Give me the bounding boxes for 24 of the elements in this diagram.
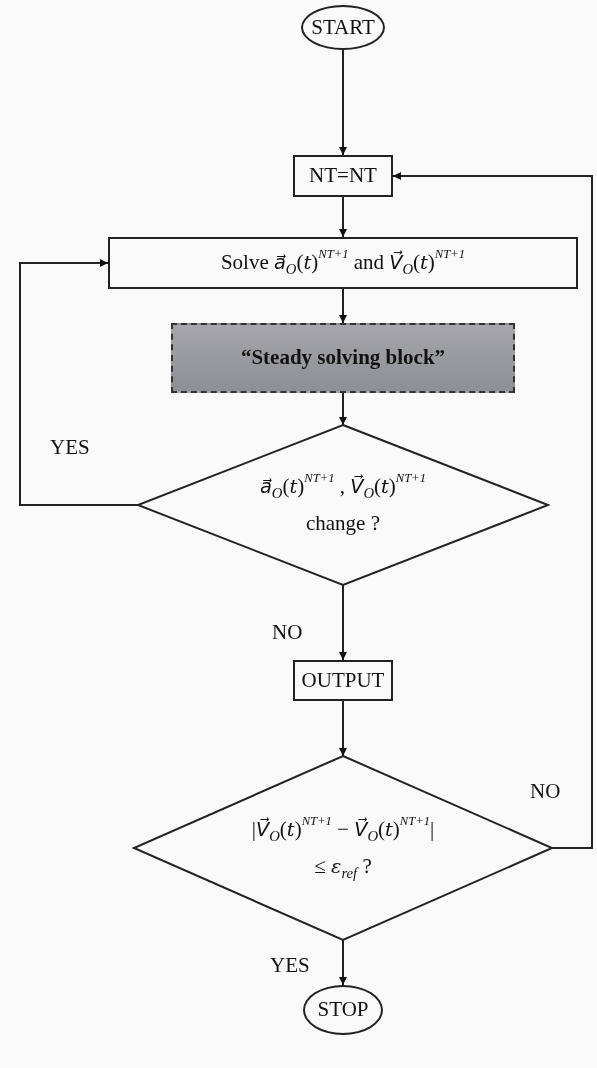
node-text: OUTPUT [301, 666, 385, 694]
node-text: Solve a⃗$_{O}$(t)$^{NT+1}$ and V⃗$_{O}$(t)$^{NT+1}$ [220, 249, 466, 277]
arrow [339, 288, 347, 324]
arrow [19, 259, 139, 506]
node-text: START [311, 13, 375, 41]
node-text: STOP [317, 996, 369, 1024]
arrow [339, 196, 347, 238]
process-box [293, 155, 393, 197]
question-text: ≤ ε$_{ref}$ ? [314, 853, 372, 881]
arrow [392, 172, 593, 849]
question-text: change ? [305, 510, 380, 537]
decision-diamond [138, 425, 548, 585]
formula-text: a⃗$_{O}$(t)$^{NT+1}$ , V⃗$_{O}$(t)$^{NT+1}$ [260, 472, 426, 500]
formula-text: |V⃗$_{O}$(t)$^{NT+1}$ − V⃗$_{O}$(t)$^{NT+1}$| [251, 815, 435, 843]
arrow [339, 49, 347, 156]
arrow [339, 584, 347, 661]
node-text: NT=NT [309, 162, 377, 190]
arrow [339, 700, 347, 757]
node-text: “Steady solving block” [240, 344, 446, 372]
process-box [108, 237, 578, 289]
arrow [339, 939, 347, 986]
process-box [293, 660, 393, 701]
dashed-block [171, 323, 515, 393]
arrow [339, 392, 347, 426]
